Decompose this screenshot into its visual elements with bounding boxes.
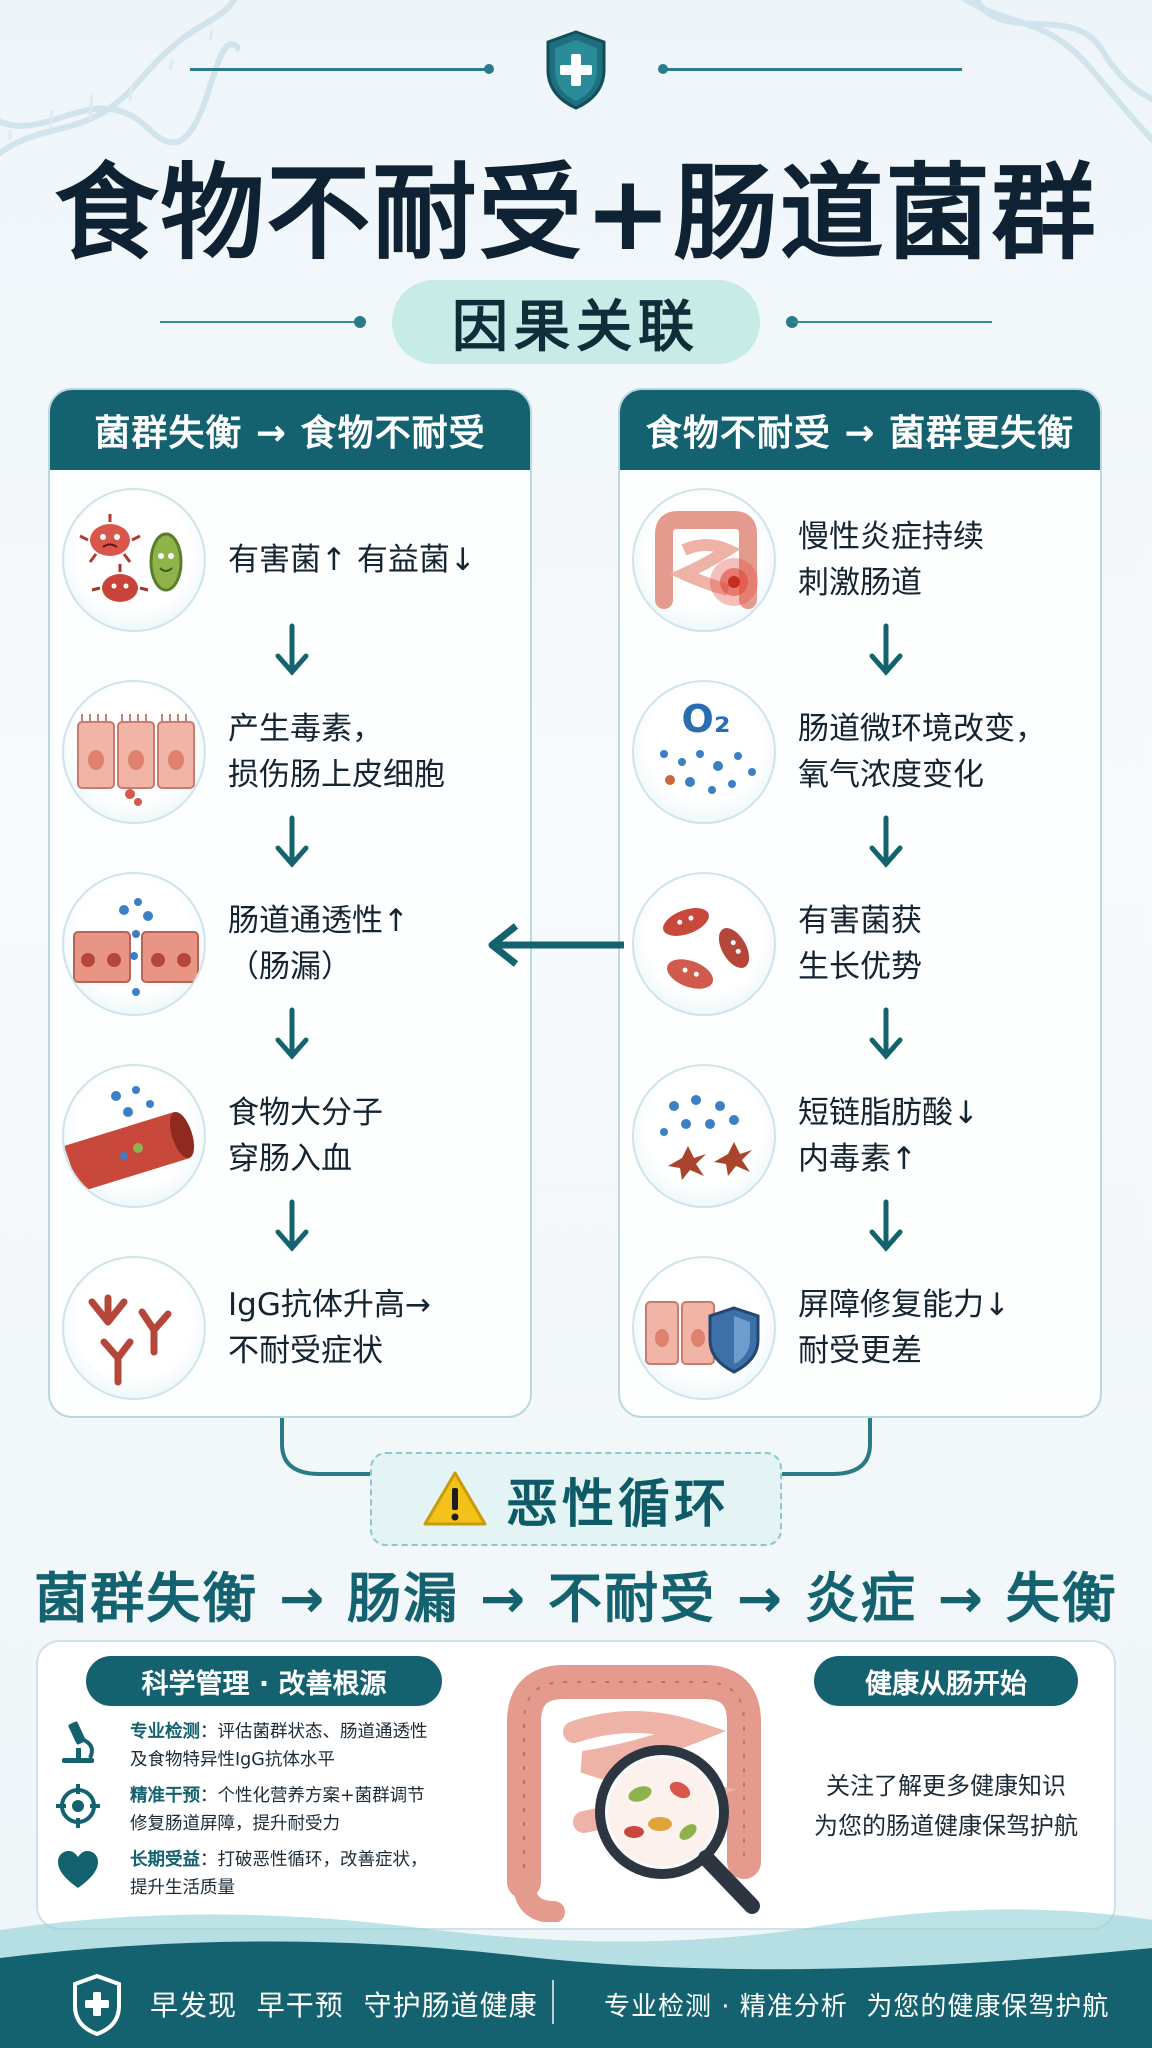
arrow-down-icon [869,815,903,868]
left-column-panel: 菌群失衡 → 食物不耐受 有害菌↑ 有益菌↓ [48,388,532,1418]
subtitle-dot-left [354,316,366,328]
right-step-5: 屏障修复能力↓ 耐受更差 [620,1256,1100,1406]
footer-slogan-right: 专业检测 · 精准分析 为您的健康保驾护航 [604,1992,1110,2022]
target-icon [56,1784,100,1828]
cycle-connector-lines [280,1418,872,1476]
left-step-1: 有害菌↑ 有益菌↓ [50,488,530,638]
management-card: 科学管理 · 改善根源 专业检测：评估菌群状态、肠道通透性及食物特异性IgG抗体… [36,1640,1116,1930]
cycle-arrow: → [279,1567,327,1630]
shield-cross-icon [546,30,606,110]
right-column-heading: 食物不耐受 → 菌群更失衡 [620,390,1100,470]
cycle-arrow: → [937,1567,985,1630]
warning-icon [423,1471,487,1526]
left-column-heading: 菌群失衡 → 食物不耐受 [50,390,530,470]
right-step-1: 慢性炎症持续 刺激肠道 [620,488,1100,638]
management-heading: 科学管理 · 改善根源 [86,1656,442,1706]
blood-vessel-icon [62,1064,206,1208]
dna-helix-decoration [0,0,240,157]
cycle-chain: 菌群失衡 → 肠漏 → 不耐受 → 炎症 → 失衡 [0,1554,1152,1633]
right-step-1-text: 慢性炎症持续 刺激肠道 [798,519,984,601]
right-step-2-text: 肠道微环境改变， 氧气浓度变化 [798,711,1046,793]
footer-slogan-left: 早发现 早干预 守护肠道健康 [150,1989,538,2022]
antibody-icon [62,1256,206,1400]
cycle-arrow: → [479,1567,528,1630]
footer-bar: 早发现 早干预 守护肠道健康 专业检测 · 精准分析 为您的健康保驾护航 [0,1960,1152,2048]
cycle-item: 不耐受 [548,1567,716,1630]
footer-wave-background [0,1909,1152,2048]
arrow-down-icon [275,1007,309,1060]
left-step-3: 肠道通透性↑ （肠漏） [50,872,530,1022]
left-step-2-text: 产生毒素， 损伤肠上皮细胞 [228,711,445,793]
molecules-icon [632,1064,776,1208]
right-step-4-text: 短链脂肪酸↓ 内毒素↑ [798,1095,979,1177]
vicious-cycle-title: 恶性循环 [505,1474,730,1535]
cycle-item: 炎症 [804,1567,917,1630]
footer-divider [552,1980,554,2024]
arrow-down-icon [869,623,903,676]
vicious-cycle-box: 恶性循环 [370,1452,782,1546]
left-step-5-text: IgG抗体升高→ 不耐受症状 [228,1287,431,1369]
subtitle-line-left [160,321,360,323]
left-step-5: IgG抗体升高→ 不耐受症状 [50,1256,530,1406]
cycle-item: 肠漏 [347,1567,460,1630]
header-divider-left [190,64,494,74]
intestine-magnifier-illustration [507,1665,761,1922]
cycle-arrow: → [736,1567,785,1630]
arrow-left-icon [488,923,624,967]
right-step-4: 短链脂肪酸↓ 内毒素↑ [620,1064,1100,1214]
left-step-3-text: 肠道通透性↑ （肠漏） [228,903,409,985]
health-message: 关注了解更多健康知识 为您的肠道健康保驾护航 [814,1772,1078,1840]
bacteria-icon [62,488,206,632]
arrow-down-icon [275,815,309,868]
heart-icon [58,1851,98,1888]
svg-text:O₂: O₂ [682,697,731,741]
shield-cross-icon [73,1974,121,2036]
dna-helix-decoration [960,0,1152,144]
epithelial-cells-icon [62,680,206,824]
left-step-4: 食物大分子 穿肠入血 [50,1064,530,1214]
arrow-down-icon [869,1007,903,1060]
subtitle-pill: 因果关联 [392,280,760,364]
oxygen-icon: O₂ [632,680,776,824]
harmful-bacteria-icon [632,872,776,1016]
right-step-2: O₂ 肠道微环境改变， 氧气浓度变化 [620,680,1100,830]
arrow-down-icon [275,623,309,676]
page-title: 食物不耐受+肠道菌群 [54,152,1098,274]
right-step-5-text: 屏障修复能力↓ 耐受更差 [798,1287,1010,1369]
cycle-item: 失衡 [1005,1567,1118,1630]
left-step-1-text: 有害菌↑ 有益菌↓ [228,542,476,578]
right-column-panel: 食物不耐受 → 菌群更失衡 慢性炎症持续 刺激肠道 O₂ 肠道微环境改变， 氧气… [618,388,1102,1418]
header-divider-right [658,64,962,74]
cycle-item: 菌群失衡 [34,1567,259,1630]
arrow-down-icon [869,1199,903,1252]
leaky-gut-icon [62,872,206,1016]
subtitle-banner: 因果关联 [0,280,1152,364]
right-step-3-text: 有害菌获 生长优势 [798,903,922,985]
right-step-3: 有害菌获 生长优势 [620,872,1100,1022]
subtitle-line-right [792,321,992,323]
inflamed-intestine-icon [632,488,776,632]
microscope-icon [62,1721,94,1763]
left-step-4-text: 食物大分子 穿肠入血 [228,1095,383,1177]
left-step-2: 产生毒素， 损伤肠上皮细胞 [50,680,530,830]
barrier-shield-icon [632,1256,776,1400]
arrow-down-icon [275,1199,309,1252]
health-heading: 健康从肠开始 [814,1656,1078,1706]
